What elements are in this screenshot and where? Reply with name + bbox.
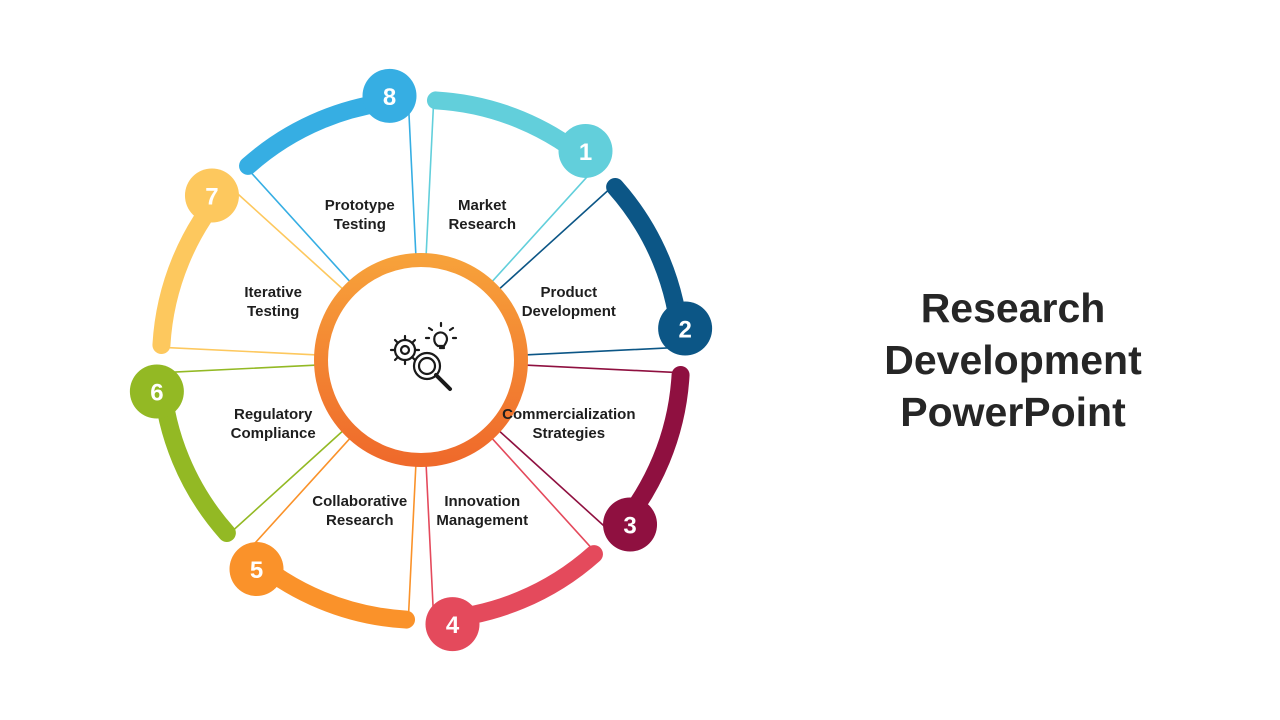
segment-6-divider-lines: [169, 364, 345, 530]
segment-1-divider-lines: [425, 108, 591, 284]
segment-8-number: 8: [383, 84, 396, 111]
segment-3-label-line-2: Strategies: [533, 425, 606, 442]
segment-8-label-line-1: Prototype: [325, 197, 395, 214]
segment-7-label-line-2: Testing: [247, 303, 299, 320]
segment-1-label-line-2: Research: [448, 216, 516, 233]
segment-7-badge-circle: [184, 168, 239, 223]
segment-6-number-badge: 6: [129, 364, 184, 419]
segment-2-label-line-1: Product: [540, 284, 597, 301]
segment-3-badge-circle: [603, 497, 658, 552]
segment-7-number-badge: 7: [184, 168, 239, 223]
segment-3-label-line-1: Commercialization: [502, 406, 635, 423]
segment-2-divider-lines: [497, 190, 673, 356]
segment-1-number-badge: 1: [558, 123, 613, 178]
segment-4-badge-circle: [425, 597, 480, 652]
segment-5-label-line-1: Collaborative: [312, 493, 407, 510]
segment-1-number: 1: [579, 139, 592, 166]
segment-6-label-line-2: Compliance: [231, 425, 316, 442]
slide-title: Research Development PowerPoint: [850, 282, 1176, 438]
title-line-3: PowerPoint: [900, 389, 1126, 435]
segment-8-divider-lines: [251, 108, 417, 284]
segment-1-badge-circle: [558, 123, 613, 178]
segment-5-label-line-2: Research: [326, 512, 394, 529]
segment-4-number-badge: 4: [425, 597, 480, 652]
segment-4-label-line-2: Management: [436, 512, 528, 529]
badges-layer: 1 2 3 4 5 6 7 8: [129, 68, 713, 652]
segment-7-label-line-1: Iterative: [244, 284, 302, 301]
segment-8-label-line-2: Testing: [334, 216, 386, 233]
segment-2-number: 2: [678, 317, 691, 344]
segment-5-badge-circle: [229, 542, 284, 597]
segment-5-number: 5: [250, 557, 263, 584]
segment-1-label-line-1: Market: [458, 197, 506, 214]
gears-magnifier-lightbulb-icon: [389, 321, 458, 391]
segment-5-number-badge: 5: [229, 542, 284, 597]
center-hub: [314, 253, 528, 467]
segment-6-number: 6: [150, 379, 163, 406]
segment-6-badge-circle: [129, 364, 184, 419]
segment-3-number: 3: [623, 512, 636, 539]
segment-2-label-line-2: Development: [522, 303, 616, 320]
segment-8-number-badge: 8: [362, 68, 417, 123]
segment-3-number-badge: 3: [603, 497, 658, 552]
segment-7-divider-lines: [169, 190, 345, 356]
segment-4-label-line-1: Innovation: [444, 493, 520, 510]
segment-5-divider-lines: [251, 436, 417, 612]
title-line-2: Development: [884, 337, 1142, 383]
segment-7-number: 7: [205, 184, 218, 211]
segment-4-number: 4: [446, 612, 460, 639]
segment-6-label-line-1: Regulatory: [234, 406, 313, 423]
segment-8-badge-circle: [362, 68, 417, 123]
title-line-1: Research: [920, 285, 1106, 331]
segment-2-badge-circle: [658, 301, 713, 356]
segment-2-number-badge: 2: [658, 301, 713, 356]
segment-4-divider-lines: [425, 436, 591, 612]
segment-3-divider-lines: [497, 364, 673, 530]
